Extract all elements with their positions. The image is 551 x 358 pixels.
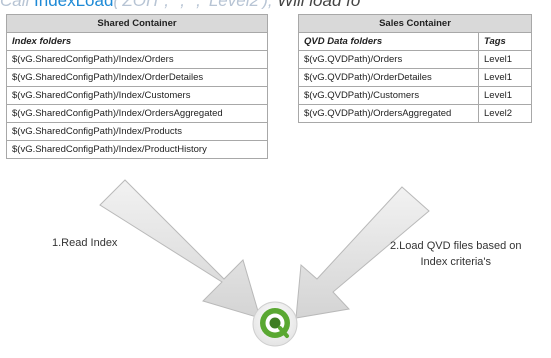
qlikview-logo-icon xyxy=(252,301,298,347)
load-qvd-label-line2: Index criteria's xyxy=(420,256,492,268)
shared-container-table: Shared Container Index folders $(vG.Shar… xyxy=(6,14,268,159)
read-index-label: 1.Read Index xyxy=(52,237,118,249)
load-qvd-label-line1: 2.Load QVD files based on xyxy=(390,240,522,252)
sales-container-title: Sales Container xyxy=(298,14,532,33)
qvd-folder-cell: $(vG.QVDPath)/OrdersAggregated xyxy=(298,104,479,123)
tag-cell: Level2 xyxy=(478,104,532,123)
table-row: $(vG.SharedConfigPath)/Index/ProductHist… xyxy=(6,140,268,159)
snippet-args: ('ZOIT', '', '', 'Level2'); xyxy=(113,0,272,9)
shared-container-title: Shared Container xyxy=(6,14,268,33)
snippet-function: IndexLoad xyxy=(34,0,113,9)
snippet-suffix: Will load fo xyxy=(273,0,360,9)
read-index-arrow xyxy=(99,179,261,319)
script-snippet: Call IndexLoad('ZOIT', '', '', 'Level2')… xyxy=(0,0,551,9)
table-row: $(vG.QVDPath)/OrderDetailes Level1 xyxy=(298,68,532,87)
index-folder-cell: $(vG.SharedConfigPath)/Index/ProductHist… xyxy=(6,140,268,159)
sales-container-table: Sales Container QVD Data folders Tags $(… xyxy=(298,14,532,123)
snippet-prefix: Call xyxy=(0,0,34,9)
load-qvd-label: 2.Load QVD files based on Index criteria… xyxy=(390,238,521,270)
load-qvd-arrow xyxy=(295,186,430,319)
table-row: $(vG.QVDPath)/OrdersAggregated Level2 xyxy=(298,104,532,123)
